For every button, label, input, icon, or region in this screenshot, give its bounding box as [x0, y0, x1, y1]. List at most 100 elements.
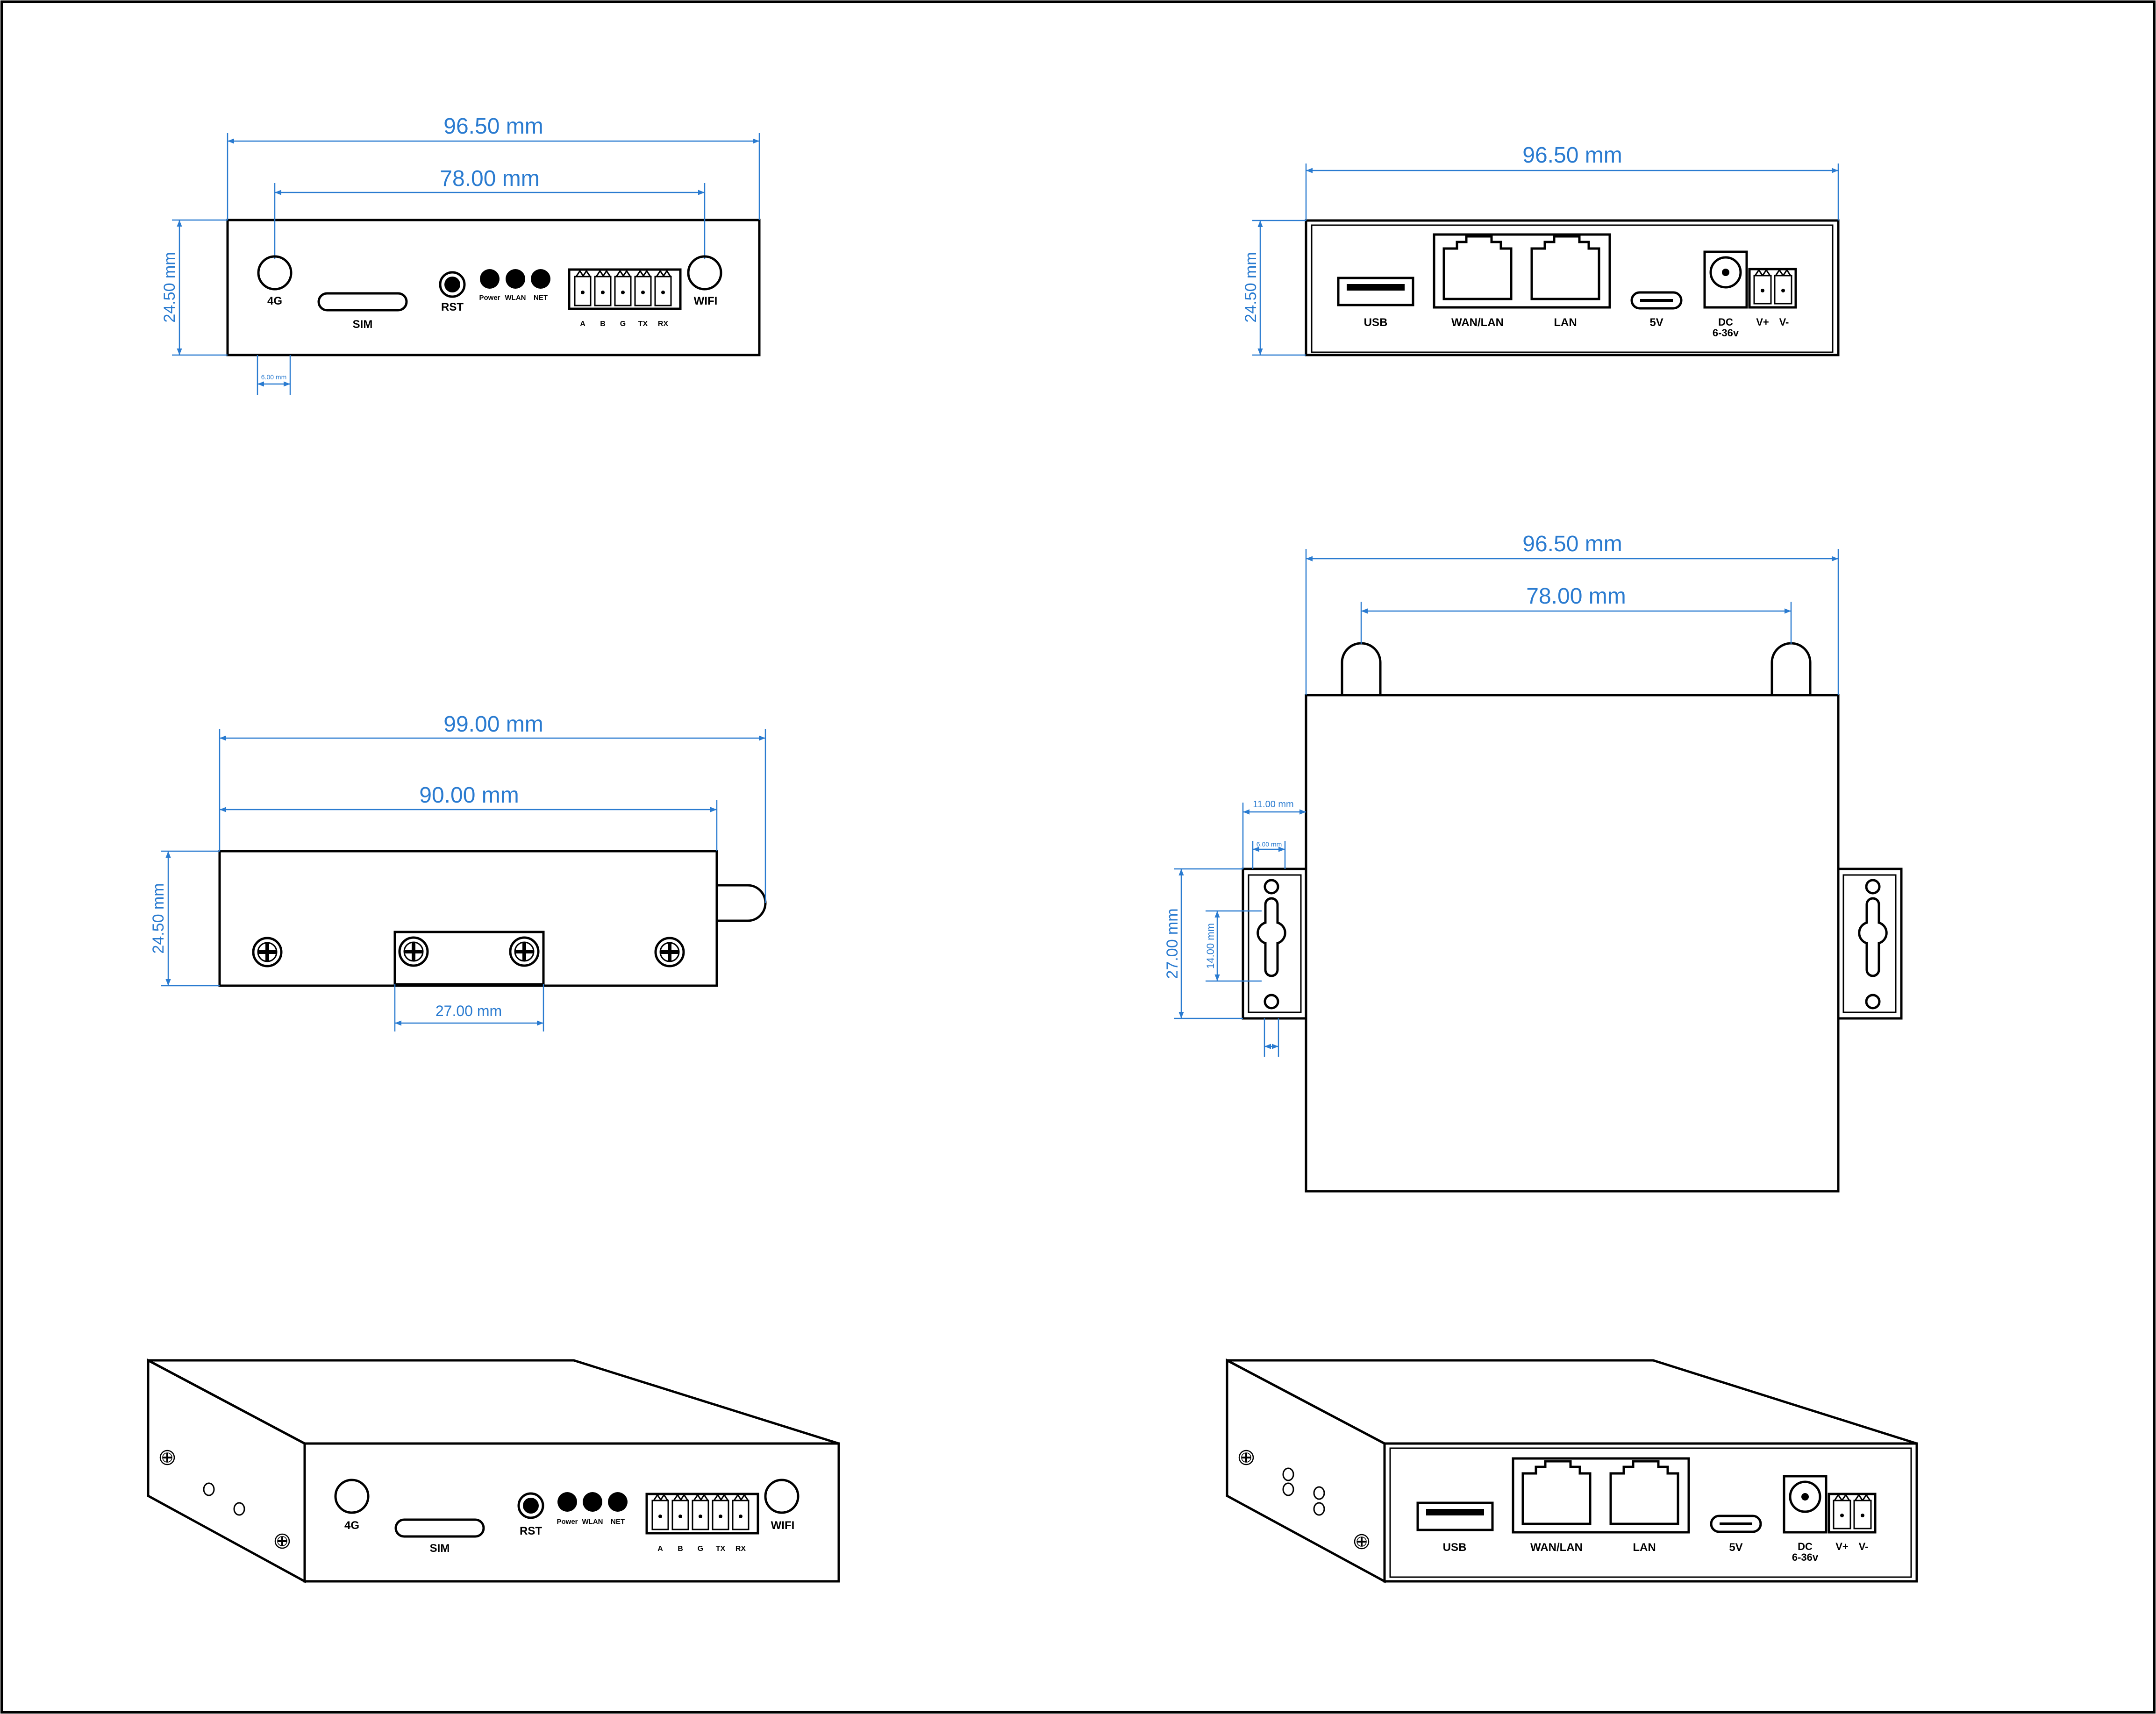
dc-jack — [1703, 250, 1748, 309]
label-dc-range: 6-36v — [1792, 1551, 1819, 1563]
power-terminal — [1828, 1493, 1877, 1534]
top-body — [1305, 694, 1840, 1193]
top-ear-height-label: 27.00 mm — [1164, 908, 1181, 979]
antenna-wifi-icon — [687, 255, 722, 291]
dc-jack-pin — [1722, 269, 1729, 276]
label-lan: LAN — [1554, 316, 1577, 329]
iso-rear-top-face — [1226, 1359, 1917, 1445]
sim-slot — [317, 292, 408, 312]
pin-label-b: B — [678, 1545, 683, 1553]
screw-icon — [1238, 1450, 1254, 1465]
wan-lan-port — [1521, 1460, 1592, 1525]
vent-hole — [1282, 1482, 1294, 1496]
label-usb: USB — [1443, 1541, 1467, 1554]
label-rst: RST — [520, 1525, 542, 1537]
label-sim: SIM — [353, 318, 373, 331]
ethernet-frame — [1512, 1457, 1690, 1534]
top-view: 96.50 mm 78.00 mm 11.00 mm 6.00 mm 27.0 — [1164, 532, 1903, 1193]
top-antenna-dimension: 78.00 mm — [1360, 584, 1792, 644]
label-usb: USB — [1364, 316, 1388, 329]
ethernet-frame — [1433, 233, 1611, 309]
label-rst: RST — [441, 301, 464, 313]
side-bracket-dimension: 27.00 mm — [394, 984, 544, 1031]
label-net: NET — [534, 294, 548, 302]
reset-button-icon — [439, 271, 466, 298]
usb-port — [1337, 277, 1414, 306]
mount-ear-right — [1837, 868, 1903, 1020]
top-width-label: 96.50 mm — [1522, 532, 1622, 556]
led-wlan-icon — [583, 1492, 602, 1512]
pin-label-a: A — [580, 320, 585, 328]
wan-lan-port — [1442, 235, 1513, 300]
usb-c-port — [1710, 1515, 1762, 1533]
label-vplus: V+ — [1835, 1541, 1849, 1552]
top-antenna-label: 78.00 mm — [1526, 584, 1626, 609]
top-slot-height-label: 14.00 mm — [1205, 923, 1216, 969]
side-length-label: 99.00 mm — [443, 712, 543, 737]
iso-rear-view: USB WAN/LAN LAN 5V DC 6-36v V+ V- — [1226, 1358, 1918, 1584]
vent-hole — [1313, 1486, 1325, 1500]
screw-icon — [159, 1450, 175, 1465]
vent-hole — [233, 1502, 245, 1516]
dc-jack — [1783, 1475, 1828, 1534]
pin-label-g: G — [620, 320, 626, 328]
sim-slot — [394, 1518, 485, 1538]
pin-label-tx: TX — [716, 1545, 726, 1553]
lan-port — [1609, 1460, 1679, 1525]
side-antenna-stub — [716, 884, 767, 922]
label-dc-range: 6-36v — [1713, 327, 1739, 339]
usb-c-tongue — [1640, 299, 1673, 302]
side-length-dimension: 99.00 mm — [219, 712, 766, 903]
usb-port — [1416, 1501, 1494, 1531]
dc-jack-pin — [1801, 1493, 1809, 1501]
usb-port-tongue — [1426, 1509, 1484, 1515]
iso-front-view: 4G SIM RST Power WLAN NET A B G TX RX WI… — [147, 1358, 840, 1584]
label-wlan: WLAN — [505, 294, 526, 302]
label-vminus: V- — [1859, 1541, 1869, 1552]
front-height-dimension: 24.50 mm — [161, 219, 228, 356]
label-dc: DC — [1718, 316, 1733, 328]
front-height-label: 24.50 mm — [161, 252, 178, 322]
side-bracket — [393, 931, 545, 986]
front-view: 96.50 mm 78.00 mm 24.50 mm 6.00 mm 4G SI… — [161, 114, 761, 395]
lan-port — [1530, 235, 1600, 300]
top-ear-offset-dimension: 11.00 mm — [1242, 799, 1306, 869]
front-width-dimension: 96.50 mm — [227, 114, 760, 220]
screw-icon — [274, 1533, 290, 1549]
top-antenna-left — [1341, 642, 1382, 695]
screw-icon — [253, 938, 281, 966]
power-terminal — [1748, 268, 1797, 309]
rear-panel-inner — [1311, 224, 1834, 353]
top-ear-offset-label: 11.00 mm — [1253, 799, 1293, 810]
top-antenna-right — [1770, 642, 1812, 695]
front-offset-dimension: 6.00 mm — [257, 355, 291, 395]
side-height-dimension: 24.50 mm — [150, 850, 220, 987]
pin-label-g: G — [698, 1545, 703, 1553]
label-net: NET — [611, 1518, 625, 1526]
reset-button-core — [523, 1498, 539, 1514]
side-body-dimension: 90.00 mm — [220, 783, 718, 851]
side-body-label: 90.00 mm — [419, 783, 519, 808]
led-power-icon — [557, 1492, 577, 1512]
label-power: Power — [479, 294, 500, 302]
antenna-wifi-icon — [764, 1479, 800, 1514]
antenna-4g-icon — [257, 255, 293, 291]
screw-icon — [510, 938, 538, 966]
label-vplus: V+ — [1756, 316, 1769, 328]
pin-label-b: B — [600, 320, 606, 328]
vent-hole — [1313, 1502, 1325, 1516]
pin-label-rx: RX — [735, 1545, 746, 1553]
rear-width-label: 96.50 mm — [1522, 143, 1622, 168]
iso-rear-face-outer — [1383, 1442, 1918, 1583]
led-wlan-icon — [506, 269, 525, 289]
led-net-icon — [608, 1492, 628, 1512]
led-power-icon — [480, 269, 500, 289]
label-5v: 5V — [1729, 1541, 1742, 1554]
label-wan-lan: WAN/LAN — [1530, 1541, 1583, 1554]
rear-height-label: 24.50 mm — [1242, 252, 1260, 322]
usb-port-tongue — [1347, 284, 1405, 291]
side-bracket-label: 27.00 mm — [435, 1003, 502, 1019]
pin-label-a: A — [657, 1545, 663, 1553]
